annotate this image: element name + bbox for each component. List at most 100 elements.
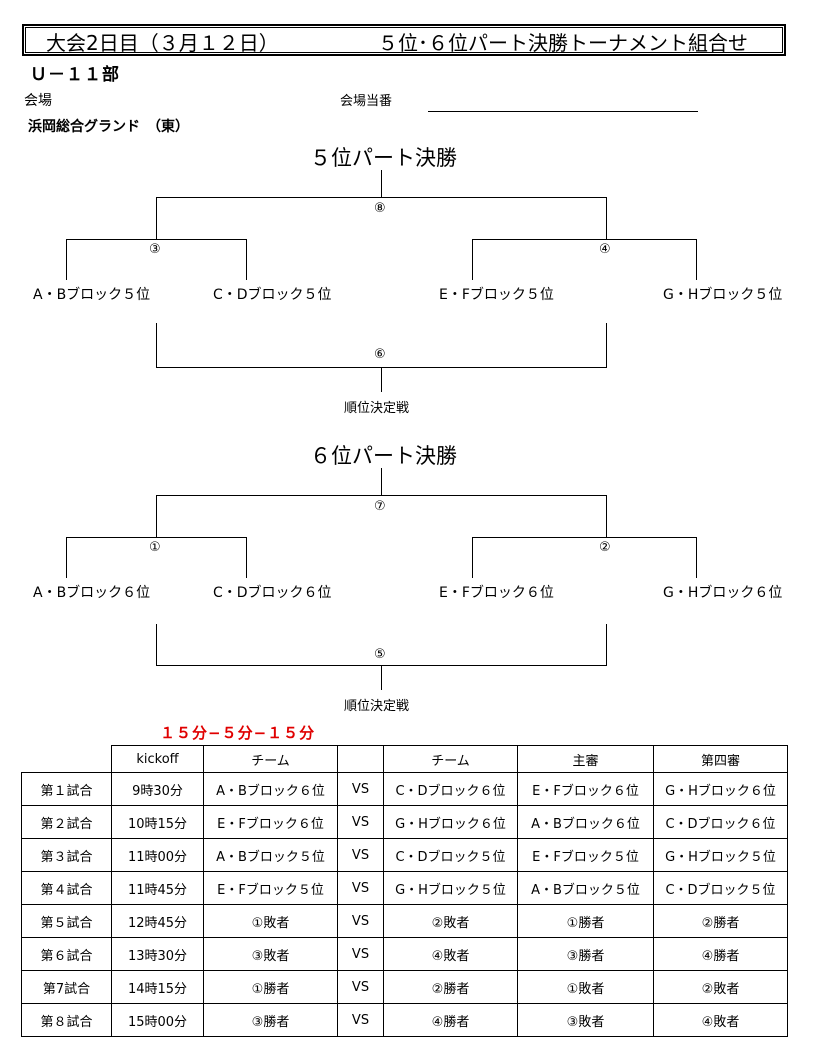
venue-label: 会場 <box>24 93 52 109</box>
cell-team-a: E・Fブロック５位 <box>203 871 338 905</box>
bracket5-final-line <box>156 170 607 240</box>
cell-team-a: ①敗者 <box>203 904 338 938</box>
cell-fourth-official: G・Hブロック５位 <box>653 838 788 872</box>
header-team-a: チーム <box>203 745 338 773</box>
cell-referee: ①敗者 <box>517 970 654 1004</box>
cell-kickoff: 9時30分 <box>111 772 204 806</box>
cell-team-a: A・Bブロック６位 <box>203 772 338 806</box>
bracket5-team-gh: G・Hブロック５位 <box>663 287 783 303</box>
cell-team-b: ④敗者 <box>383 937 518 971</box>
cell-kickoff: 11時00分 <box>111 838 204 872</box>
time-note: １５分−５分−１５分 <box>160 724 316 742</box>
division-label: Ｕ－１１部 <box>30 65 120 85</box>
cell-team-b: G・Hブロック５位 <box>383 871 518 905</box>
bracket6-placement-number: ⑤ <box>374 647 386 662</box>
cell-vs: VS <box>337 904 384 938</box>
cell-vs: VS <box>337 1003 384 1037</box>
cell-fourth-official: ②勝者 <box>653 904 788 938</box>
cell-match-no: 第４試合 <box>21 871 112 905</box>
cell-match-no: 第５試合 <box>21 904 112 938</box>
cell-match-no: 第８試合 <box>21 1003 112 1037</box>
bracket5-team-cd: C・Dブロック５位 <box>213 287 332 303</box>
bracket5-placement-line <box>156 323 607 392</box>
bracket5-placement-number: ⑥ <box>374 347 386 362</box>
venue-name: 浜岡総合グランド （東） <box>28 119 189 135</box>
cell-team-b: C・Dブロック５位 <box>383 838 518 872</box>
bracket6-right-line <box>472 537 697 578</box>
bracket5-team-ab: A・Bブロック５位 <box>33 287 151 303</box>
bracket6-team-gh: G・Hブロック６位 <box>663 585 783 601</box>
cell-kickoff: 10時15分 <box>111 805 204 839</box>
cell-referee: ①勝者 <box>517 904 654 938</box>
cell-fourth-official: G・Hブロック６位 <box>653 772 788 806</box>
duty-label: 会場当番 <box>340 94 393 109</box>
cell-kickoff: 15時00分 <box>111 1003 204 1037</box>
bracket5-team-ef: E・Fブロック５位 <box>439 287 554 303</box>
bracket6-placement-label: 順位決定戦 <box>344 699 410 714</box>
cell-team-a: ③敗者 <box>203 937 338 971</box>
cell-team-b: ②敗者 <box>383 904 518 938</box>
bracket6-final-number: ⑦ <box>374 499 386 514</box>
cell-team-a: ③勝者 <box>203 1003 338 1037</box>
cell-team-b: ②勝者 <box>383 970 518 1004</box>
cell-match-no: 第7試合 <box>21 970 112 1004</box>
bracket6-title: ６位パート決勝 <box>310 444 457 468</box>
cell-kickoff: 13時30分 <box>111 937 204 971</box>
bracket5-title: ５位パート決勝 <box>310 146 457 170</box>
cell-fourth-official: C・Dブロック６位 <box>653 805 788 839</box>
header-team-b: チーム <box>383 745 518 773</box>
bracket5-right-line <box>472 239 697 280</box>
cell-match-no: 第６試合 <box>21 937 112 971</box>
cell-vs: VS <box>337 970 384 1004</box>
page-title: 大会2日目（３月１２日） <box>46 31 279 55</box>
cell-vs: VS <box>337 805 384 839</box>
cell-match-no: 第３試合 <box>21 838 112 872</box>
cell-fourth-official: ④敗者 <box>653 1003 788 1037</box>
cell-team-b: ④勝者 <box>383 1003 518 1037</box>
cell-referee: A・Bブロック５位 <box>517 871 654 905</box>
cell-team-b: C・Dブロック６位 <box>383 772 518 806</box>
bracket5-left-number: ③ <box>149 242 161 257</box>
cell-fourth-official: ④勝者 <box>653 937 788 971</box>
cell-match-no: 第１試合 <box>21 772 112 806</box>
cell-referee: A・Bブロック６位 <box>517 805 654 839</box>
bracket5-placement-label: 順位決定戦 <box>344 401 410 416</box>
cell-team-a: E・Fブロック６位 <box>203 805 338 839</box>
title-box <box>22 24 786 56</box>
header-kickoff: kickoff <box>111 745 204 773</box>
bracket6-placement-line <box>156 624 607 690</box>
bracket6-right-number: ② <box>599 540 611 555</box>
cell-match-no: 第２試合 <box>21 805 112 839</box>
cell-referee: ③勝者 <box>517 937 654 971</box>
bracket6-left-line <box>66 537 247 578</box>
bracket6-team-ef: E・Fブロック６位 <box>439 585 554 601</box>
bracket5-right-number: ④ <box>599 242 611 257</box>
bracket6-team-cd: C・Dブロック６位 <box>213 585 332 601</box>
cell-team-b: G・Hブロック６位 <box>383 805 518 839</box>
bracket6-team-ab: A・Bブロック６位 <box>33 585 151 601</box>
bracket5-final-number: ⑧ <box>374 201 386 216</box>
cell-referee: E・Fブロック６位 <box>517 772 654 806</box>
cell-kickoff: 14時15分 <box>111 970 204 1004</box>
header-match-no <box>21 745 112 773</box>
cell-kickoff: 11時45分 <box>111 871 204 905</box>
cell-kickoff: 12時45分 <box>111 904 204 938</box>
cell-team-a: ①勝者 <box>203 970 338 1004</box>
cell-team-a: A・Bブロック５位 <box>203 838 338 872</box>
header-vs <box>337 745 384 773</box>
cell-vs: VS <box>337 838 384 872</box>
header-fourth-official: 第四審 <box>653 745 788 773</box>
cell-vs: VS <box>337 772 384 806</box>
cell-vs: VS <box>337 871 384 905</box>
duty-fill-line <box>428 111 698 112</box>
cell-fourth-official: C・Dブロック５位 <box>653 871 788 905</box>
bracket6-left-number: ① <box>149 540 161 555</box>
